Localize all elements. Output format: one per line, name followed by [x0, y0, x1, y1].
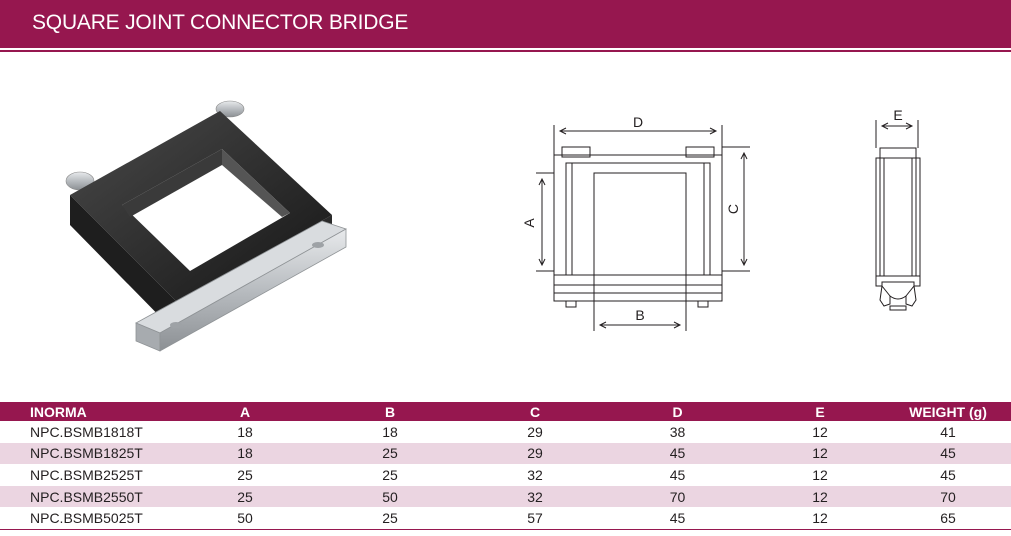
table-header-row: INORMA A B C D E WEIGHT (g)	[0, 402, 1011, 421]
column-header-b: B	[310, 402, 470, 421]
cell-d: 38	[669, 423, 686, 440]
column-header-c: C	[470, 402, 600, 421]
cell-d: 45	[669, 466, 686, 483]
column-header-inorma: INORMA	[0, 402, 180, 421]
table-row: NPC.BSMB2550T 25 50 32 70 12 70	[0, 485, 1011, 508]
cell-a: 25	[237, 466, 253, 483]
cell-code: NPC.BSMB2525T	[30, 466, 143, 483]
cell-e: 12	[812, 423, 828, 440]
table-row: NPC.BSMB1818T 18 18 29 38 12 41	[0, 421, 1011, 443]
cell-b: 50	[310, 485, 470, 508]
header-divider	[0, 50, 1011, 52]
cell-weight: 45	[885, 442, 1011, 465]
dimension-label-c: C	[725, 204, 741, 214]
cell-code: NPC.BSMB1825T	[0, 442, 180, 465]
header-bar: SQUARE JOINT CONNECTOR BRIDGE	[0, 0, 1011, 48]
cell-b: 25	[310, 442, 470, 465]
column-header-weight: WEIGHT (g)	[885, 402, 1011, 421]
cell-code: NPC.BSMB5025T	[0, 507, 180, 530]
side-view-drawing: E	[875, 107, 921, 311]
page-title: SQUARE JOINT CONNECTOR BRIDGE	[32, 11, 409, 34]
cell-c: 29	[470, 442, 600, 465]
column-header-d: D	[600, 402, 755, 421]
cell-d: 45	[600, 442, 755, 465]
cell-a: 18	[180, 442, 310, 465]
cell-a: 18	[237, 423, 253, 440]
cell-d: 45	[600, 507, 755, 530]
cell-c: 57	[470, 507, 600, 530]
cell-code: NPC.BSMB1818T	[30, 423, 143, 440]
cell-b: 25	[382, 466, 398, 483]
dimension-label-e: E	[893, 107, 902, 123]
cell-a: 50	[180, 507, 310, 530]
cell-c: 29	[527, 423, 543, 440]
cell-e: 12	[755, 485, 885, 508]
dimension-label-a: A	[521, 218, 537, 228]
product-photo	[65, 100, 347, 352]
column-header-e: E	[755, 402, 885, 421]
cell-c: 32	[527, 466, 543, 483]
cell-e: 12	[755, 507, 885, 530]
cell-weight: 41	[940, 423, 956, 440]
cell-weight: 70	[885, 485, 1011, 508]
cell-d: 70	[600, 485, 755, 508]
front-view-drawing: D A C B	[521, 114, 750, 331]
column-header-a: A	[180, 402, 310, 421]
cell-a: 25	[180, 485, 310, 508]
cell-weight: 45	[940, 466, 956, 483]
cell-e: 12	[812, 466, 828, 483]
dimension-label-b: B	[635, 307, 644, 323]
cell-c: 32	[470, 485, 600, 508]
spec-table: INORMA A B C D E WEIGHT (g) NPC.BSMB1818…	[0, 402, 1011, 530]
cell-b: 18	[382, 423, 398, 440]
cell-code: NPC.BSMB2550T	[0, 485, 180, 508]
table-row: NPC.BSMB2525T 25 25 32 45 12 45	[0, 464, 1011, 486]
table-row: NPC.BSMB5025T 50 25 57 45 12 65	[0, 507, 1011, 530]
cell-b: 25	[310, 507, 470, 530]
cell-e: 12	[755, 442, 885, 465]
table-row: NPC.BSMB1825T 18 25 29 45 12 45	[0, 442, 1011, 465]
cell-weight: 65	[885, 507, 1011, 530]
dimension-label-d: D	[633, 114, 643, 130]
